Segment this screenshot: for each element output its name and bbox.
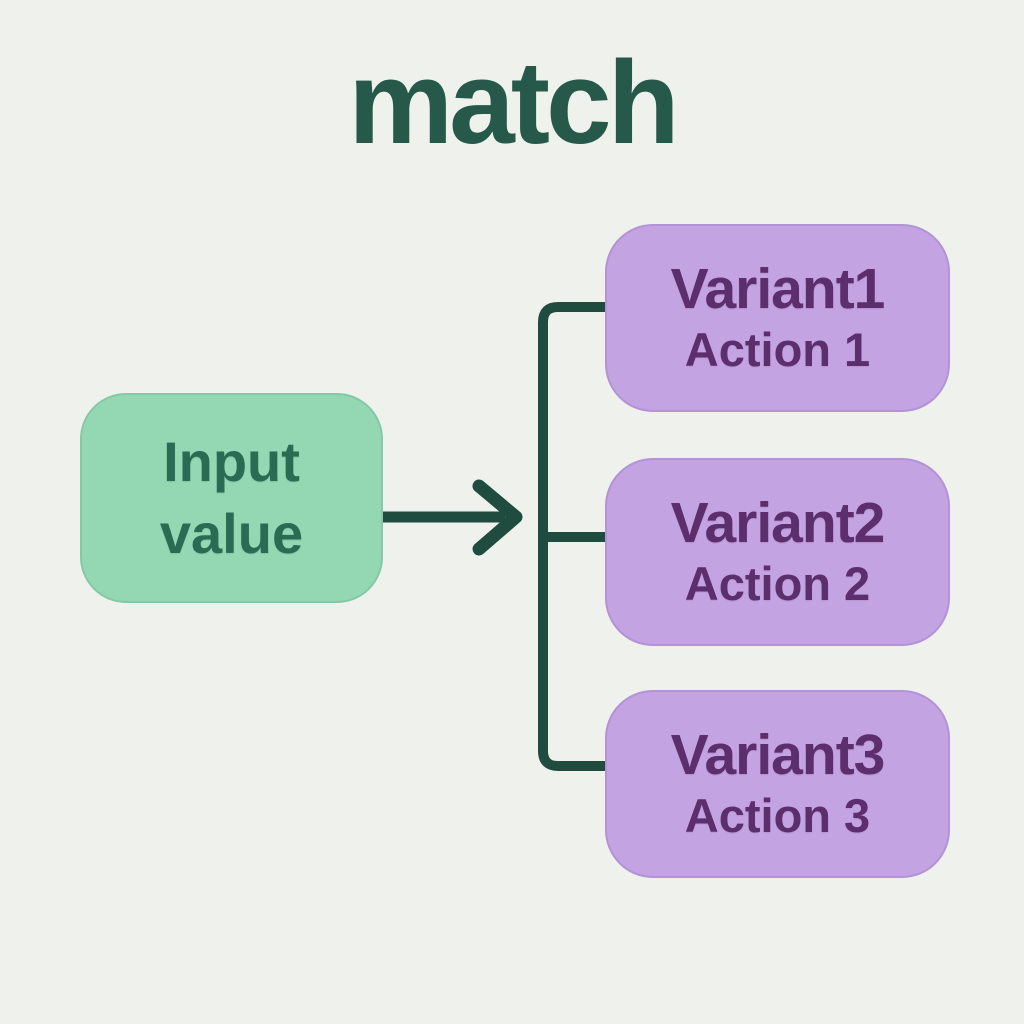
input-value-label: Input value bbox=[159, 430, 304, 565]
action1-label: Action 1 bbox=[684, 322, 871, 376]
branch-node-variant3[interactable]: Variant3 Action 3 bbox=[605, 690, 950, 878]
variant1-label: Variant1 bbox=[670, 256, 886, 321]
diagram-title: match bbox=[348, 37, 680, 169]
action2-label: Action 2 bbox=[684, 556, 871, 610]
action3-label: Action 3 bbox=[684, 788, 871, 842]
input-value-node[interactable]: Input value bbox=[80, 393, 383, 603]
branch-node-variant2[interactable]: Variant2 Action 2 bbox=[605, 458, 950, 646]
arrow-head-icon bbox=[472, 479, 523, 556]
variant2-label: Variant2 bbox=[670, 490, 886, 555]
branch-node-variant1[interactable]: Variant1 Action 1 bbox=[605, 224, 950, 412]
variant3-label: Variant3 bbox=[670, 722, 886, 787]
